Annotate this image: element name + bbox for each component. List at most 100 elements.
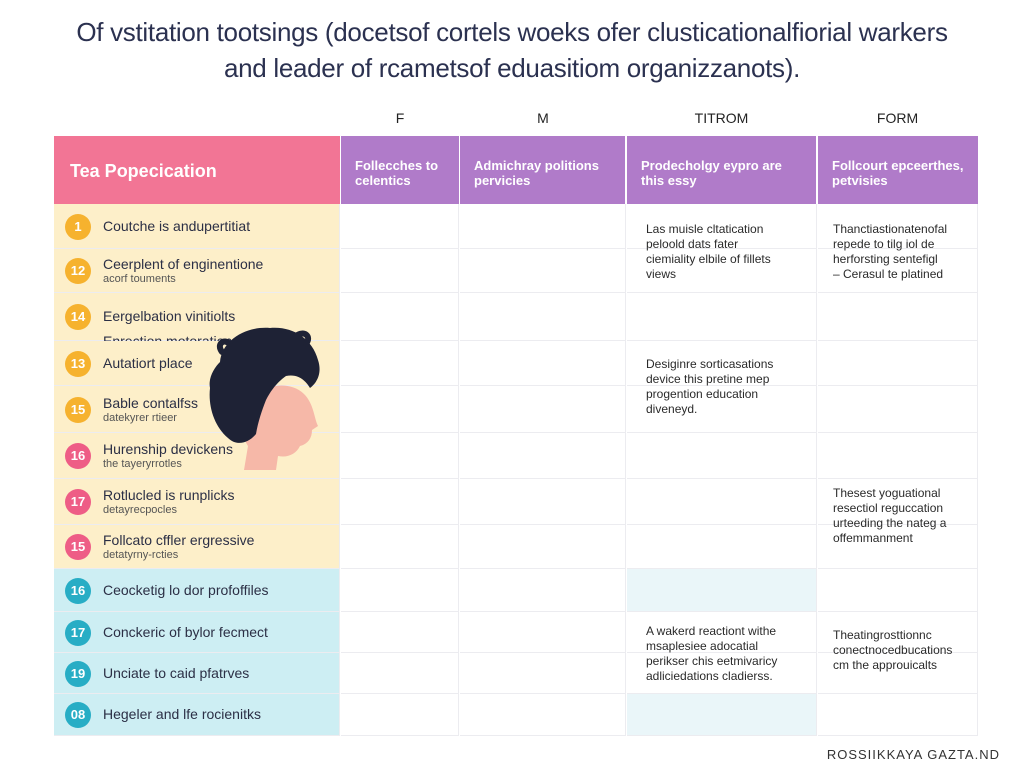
note-line: cm the approuicalts (833, 658, 938, 672)
row-number-badge: 17 (65, 620, 91, 646)
header-text: petvisies (832, 173, 888, 188)
row-label-cell (54, 525, 340, 569)
note-line: conectnocedbucations (833, 643, 953, 657)
note-line: Thesest yoguational (833, 486, 941, 500)
row-label: Autatiort place (103, 355, 193, 371)
row-data-cell (627, 204, 817, 249)
row-data-cell (341, 249, 459, 293)
note-line: adliciedations cladierss. (646, 669, 773, 683)
row-data-cell (818, 569, 978, 612)
row-sublabel: the tayeryrrotles (103, 458, 182, 470)
footer-credit: ROSSIIKKAYA GAZTA.ND (826, 747, 1000, 762)
row-data-cell (818, 612, 978, 653)
note-line: – Cerasul te platined (833, 267, 944, 281)
row-label: Hegeler and lfe rocienitks (103, 706, 261, 722)
note-line: msaplesiee adocatial (646, 639, 759, 653)
table-row: 19 Unciate to caid pfatrves (54, 653, 978, 694)
note-line: herforsting sentefigl (833, 252, 938, 266)
row-data-cell (818, 525, 978, 569)
row-number-badge: 17 (65, 489, 91, 515)
row-data-cell (341, 525, 459, 569)
row-data-cell (341, 293, 459, 341)
note-form-3: Theatingrosttionnc conectnocedbucations … (833, 628, 952, 673)
row-label: Unciate to caid pfatrves (103, 665, 250, 681)
header-cell-form: Follcourt epceerthes, petvisies (818, 136, 978, 204)
row-data-cell (341, 204, 459, 249)
note-line: device this pretine mep (646, 372, 770, 386)
note-line: resectiol reguccation (833, 501, 944, 515)
row-label: Coutche is andupertitiat (103, 218, 251, 234)
row-data-cell (341, 341, 459, 386)
row-data-cell (627, 525, 817, 569)
row-data-cell (818, 386, 978, 433)
row-label-cell (54, 612, 340, 653)
header-text: celentics (355, 173, 411, 188)
row-data-cell (460, 569, 626, 612)
row-data-cell (460, 479, 626, 525)
row-label: Ceocketig lo dor profoffiles (103, 582, 269, 598)
row-data-cell (341, 386, 459, 433)
note-titrom-3: A wakerd reactiont withe msaplesiee adoc… (646, 624, 777, 684)
row-data-cell (627, 569, 817, 612)
row-data-cell (627, 694, 817, 736)
note-line: perikser chis eetmivaricy (646, 654, 778, 668)
row-number-badge: 15 (65, 397, 91, 423)
row-label: Eergelbation vinitiolts (103, 308, 236, 324)
column-head-titrom: TITROM (694, 110, 749, 126)
row-label: Rotlucled is runplicks (103, 487, 235, 503)
note-line: repede to tilg iol de (833, 237, 935, 251)
row-label: Ceerplent of enginentione (103, 256, 264, 272)
header-text: Prodecholgy eypro are (641, 158, 782, 173)
note-line: peloold dats fater (646, 237, 739, 251)
row-sublabel: detatyrny-rcties (103, 549, 179, 561)
row-label: Conckeric of bylor fecmect (103, 624, 268, 640)
row-label-cell (54, 204, 340, 249)
row-label: Hurenship devickens (103, 441, 233, 457)
row-number-badge: 19 (65, 661, 91, 687)
header-cell-m: Admichray politions pervicies (460, 136, 625, 204)
row-sublabel: detayrecpocles (103, 504, 177, 516)
row-label-cell (54, 479, 340, 525)
table-row: 08 Hegeler and lfe rocienitks (54, 694, 978, 736)
row-data-cell (818, 249, 978, 293)
row-data-cell (818, 293, 978, 341)
row-data-cell (460, 249, 626, 293)
note-line: progention education (646, 387, 759, 401)
row-data-cell (627, 653, 817, 694)
row-number-badge: 08 (65, 702, 91, 728)
note-line: Desiginre sorticasations (646, 357, 774, 371)
left-header-title: Tea Popecication (70, 161, 217, 181)
note-line: diveneyd. (646, 402, 698, 416)
row-number-badge: 16 (65, 443, 91, 469)
row-data-cell (460, 433, 626, 479)
header-text: Admichray politions (474, 158, 599, 173)
row-data-cell (818, 204, 978, 249)
row-label: Follcato cffler ergressive (103, 532, 255, 548)
table-row: 17 Conckeric of bylor fecmect (54, 612, 978, 653)
row-sublabel: acorf touments (103, 273, 176, 285)
header-cell-titrom: Prodecholgy eypro are this essy (627, 136, 816, 204)
title-line-1: Of vstitation tootsings (docetsof cortel… (76, 17, 948, 47)
row-number-badge: 13 (65, 351, 91, 377)
row-number-badge: 14 (65, 304, 91, 330)
note-line: offemmanment (833, 531, 913, 545)
page-title: Of vstitation tootsings (docetsof cortel… (0, 14, 1024, 86)
row-number-badge: 15 (65, 534, 91, 560)
note-line: Las muisle cltatication (646, 222, 764, 236)
row-data-cell (341, 479, 459, 525)
note-line: A wakerd reactiont withe (646, 624, 777, 638)
row-data-cell (627, 293, 817, 341)
row-data-cell (341, 653, 459, 694)
header-cell-f: Follecches to celentics (341, 136, 459, 204)
row-label: Bable contalfss (103, 395, 198, 411)
row-data-cell (627, 341, 817, 386)
row-data-cell (460, 694, 626, 736)
row-data-cell (627, 433, 817, 479)
header-text: Follcourt epceerthes, (832, 158, 964, 173)
note-form-2: Thesest yoguational resectiol reguccatio… (833, 486, 946, 546)
row-label-cell (54, 569, 340, 612)
